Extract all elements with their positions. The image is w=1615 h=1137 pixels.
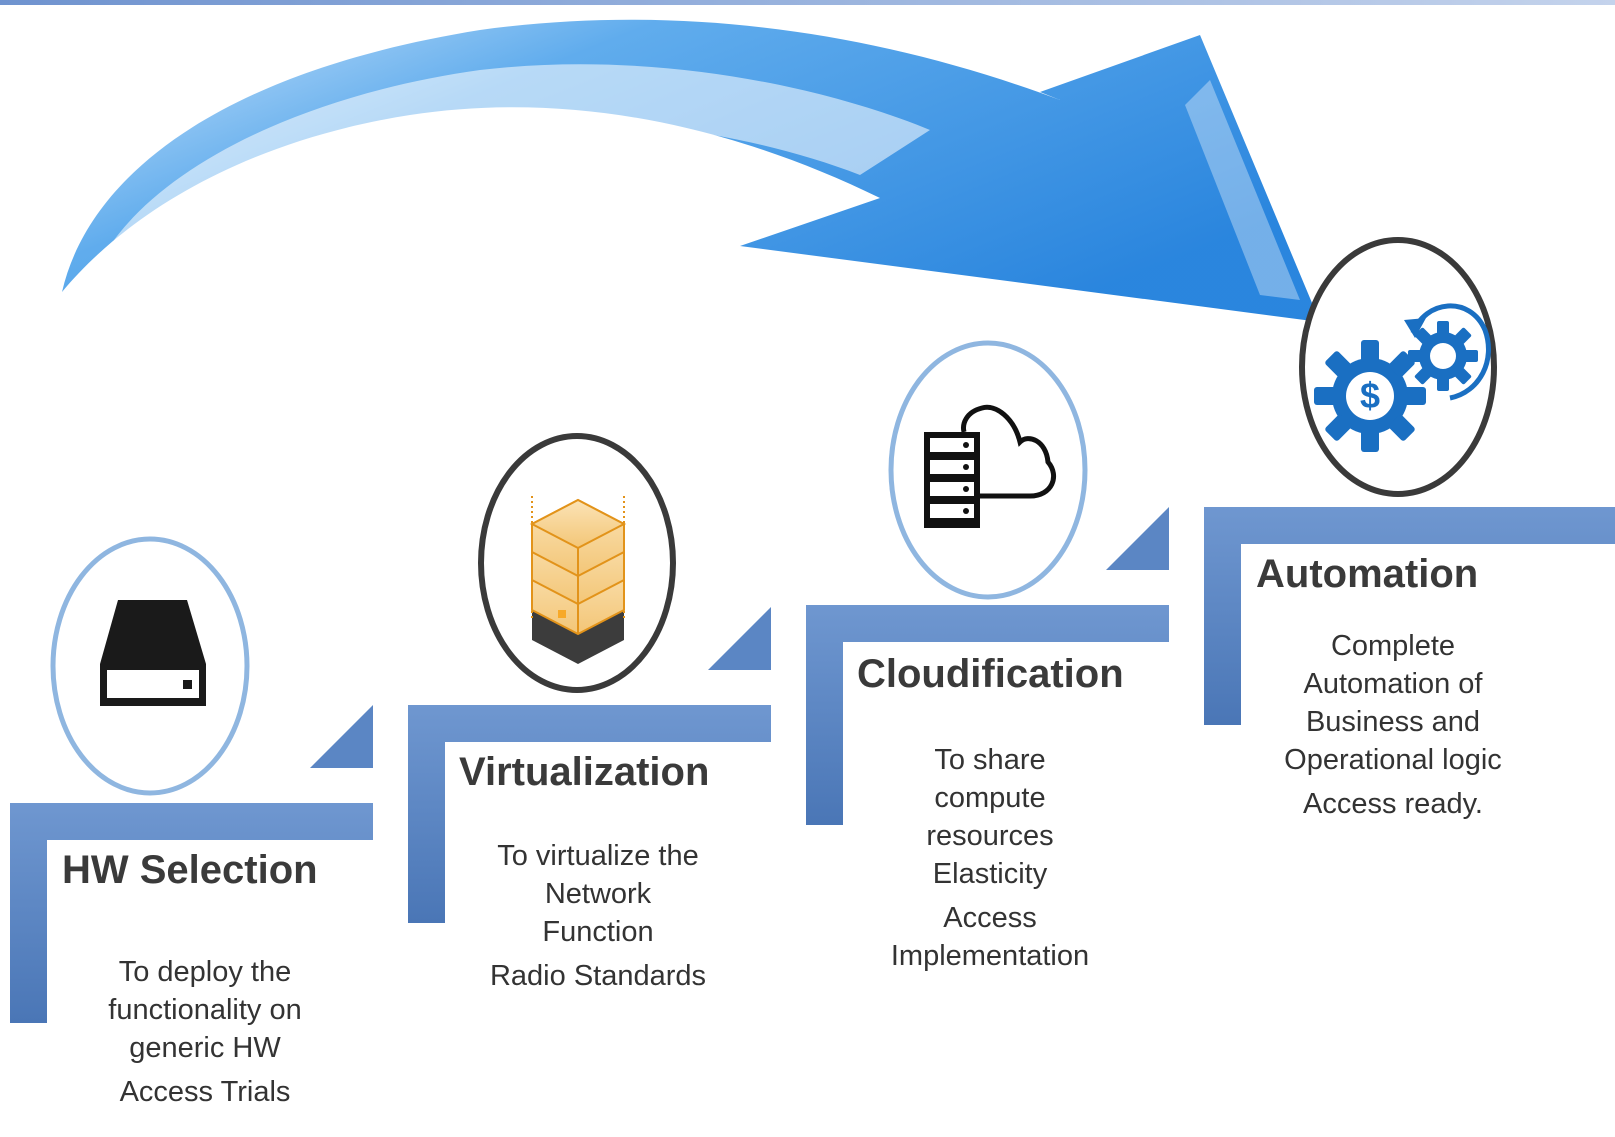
desc-line: Automation of bbox=[1303, 668, 1483, 700]
stage-title-virtualization: Virtualization bbox=[459, 750, 710, 794]
desc-extra: Radio Standards bbox=[489, 960, 707, 992]
desc-extra: Access Trials bbox=[119, 1076, 291, 1108]
desc-line: To deploy the bbox=[118, 956, 292, 988]
desc-line: Complete bbox=[1330, 630, 1456, 662]
desc-line: functionality on bbox=[108, 994, 302, 1026]
stage-desc-automation: Complete Automation of Business and Oper… bbox=[1248, 627, 1538, 823]
desc-line: To share bbox=[934, 744, 1046, 776]
desc-line: Network bbox=[544, 878, 652, 910]
desc-extra-line: Access bbox=[943, 902, 1037, 934]
svg-text:$: $ bbox=[1360, 375, 1380, 416]
server-cloud-icon bbox=[924, 404, 1056, 528]
cloudification-circle bbox=[888, 340, 1088, 600]
step-3 bbox=[806, 507, 1169, 825]
desc-line: To virtualize the bbox=[497, 840, 699, 872]
top-divider bbox=[0, 0, 1615, 5]
desc-line: Operational logic bbox=[1284, 744, 1502, 776]
step-1 bbox=[10, 705, 373, 1023]
stage-desc-hw-selection: To deploy the functionality on generic H… bbox=[60, 953, 350, 1111]
desc-line: Function bbox=[542, 916, 654, 948]
step-2 bbox=[408, 607, 771, 923]
stage-desc-virtualization: To virtualize the Network Function Radio… bbox=[453, 837, 743, 995]
desc-line: resources bbox=[926, 820, 1054, 852]
desc-line: Business and bbox=[1305, 706, 1481, 738]
server-stack-icon bbox=[529, 496, 627, 664]
progress-arrow bbox=[62, 19, 1320, 323]
desc-line: generic HW bbox=[129, 1032, 281, 1064]
desc-line: Elasticity bbox=[932, 858, 1048, 890]
step-4 bbox=[1204, 507, 1615, 725]
desc-extra: Access ready. bbox=[1303, 788, 1483, 820]
stage-desc-cloudification: To share compute resources Elasticity Ac… bbox=[845, 741, 1135, 975]
desc-extra-line: Implementation bbox=[890, 940, 1090, 972]
stage-title-cloudification: Cloudification bbox=[857, 652, 1124, 696]
stage-title-automation: Automation bbox=[1256, 552, 1479, 596]
desc-line: compute bbox=[934, 782, 1046, 814]
stage-title-hw-selection: HW Selection bbox=[62, 848, 318, 892]
hard-drive-icon bbox=[100, 600, 206, 706]
gear-automation-icon: $ bbox=[1314, 303, 1491, 452]
